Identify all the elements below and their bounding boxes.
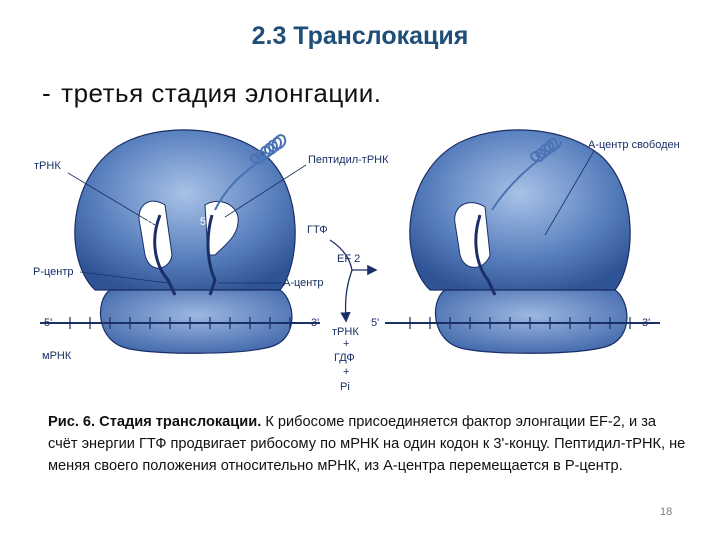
page-number: 18	[660, 506, 672, 518]
trna-out-label: тРНК	[332, 326, 359, 338]
left-small-subunit	[100, 290, 291, 353]
right-ribosome	[410, 130, 630, 353]
left-a-site-label: А-центр	[283, 277, 324, 289]
left-5prime-label: 5'	[44, 317, 52, 329]
right-trna-5prime: 5'	[470, 216, 478, 228]
pi-label: Pi	[340, 381, 350, 393]
ef2-label: EF 2	[337, 253, 360, 265]
left-trna1-5prime: 5'	[147, 216, 155, 228]
translocation-diagram: тРНК Пептидил-тРНК Р-центр А-центр мРНК …	[0, 105, 720, 405]
left-3prime-label: 3'	[311, 317, 319, 329]
right-small-subunit	[435, 290, 626, 353]
bullet-marker: -	[42, 78, 51, 108]
left-trna-label: тРНК	[34, 160, 61, 172]
release-arrow	[346, 270, 352, 320]
left-p-site-label: Р-центр	[33, 266, 74, 278]
slide-title: 2.3 Транслокация	[0, 22, 720, 51]
caption-lead: Рис. 6. Стадия транслокации.	[48, 414, 261, 430]
left-trna2-5prime: 5'	[200, 216, 208, 228]
plus-2: +	[343, 366, 349, 378]
left-peptidyl-trna-label: Пептидил-тРНК	[308, 154, 389, 166]
translocation-middle: ГТФ EF 2 тРНК + ГДФ + Pi	[307, 224, 375, 393]
bullet-text: третья стадия элонгации.	[61, 78, 381, 108]
right-3prime-label: 3'	[642, 317, 650, 329]
left-ribosome	[75, 130, 295, 353]
plus-1: +	[343, 338, 349, 350]
right-5prime-label: 5'	[371, 317, 379, 329]
left-mrna-label: мРНК	[42, 350, 72, 362]
right-large-subunit	[410, 130, 630, 290]
figure-caption: Рис. 6. Стадия транслокации. К рибосоме …	[48, 411, 688, 477]
right-a-site-free-label: А-центр свободен	[588, 139, 680, 151]
gdp-label: ГДФ	[334, 352, 355, 364]
gtp-label: ГТФ	[307, 224, 328, 236]
left-large-subunit	[75, 130, 295, 290]
